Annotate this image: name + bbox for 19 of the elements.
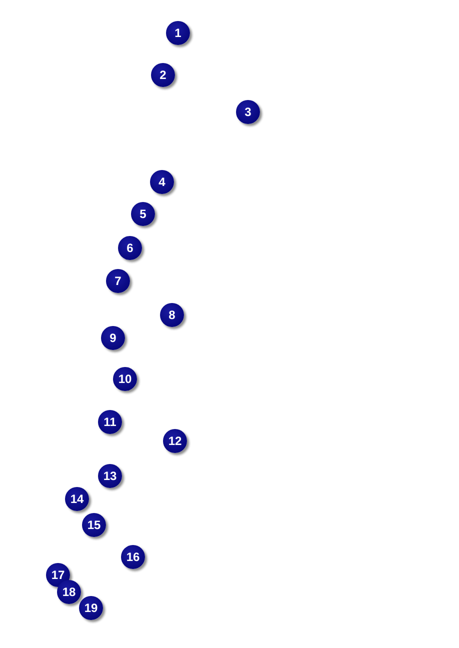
callout-number: 15 bbox=[82, 513, 106, 537]
callout-number: 3 bbox=[236, 100, 260, 124]
callout-number: 18 bbox=[57, 580, 81, 604]
callout-number: 6 bbox=[118, 236, 142, 260]
callout-number: 17 bbox=[46, 563, 70, 587]
callout-number: 11 bbox=[98, 410, 122, 434]
callout-number: 5 bbox=[131, 202, 155, 226]
callout-number: 13 bbox=[98, 464, 122, 488]
callout-number: 10 bbox=[113, 367, 137, 391]
callout-number: 14 bbox=[65, 487, 89, 511]
callout-number: 8 bbox=[160, 303, 184, 327]
callout-number: 2 bbox=[151, 63, 175, 87]
callout-number: 9 bbox=[101, 326, 125, 350]
callout-number: 19 bbox=[79, 596, 103, 620]
callout-number: 4 bbox=[150, 170, 174, 194]
callout-number: 12 bbox=[163, 429, 187, 453]
callout-number: 7 bbox=[106, 269, 130, 293]
callout-number: 16 bbox=[121, 545, 145, 569]
callout-number: 1 bbox=[166, 21, 190, 45]
